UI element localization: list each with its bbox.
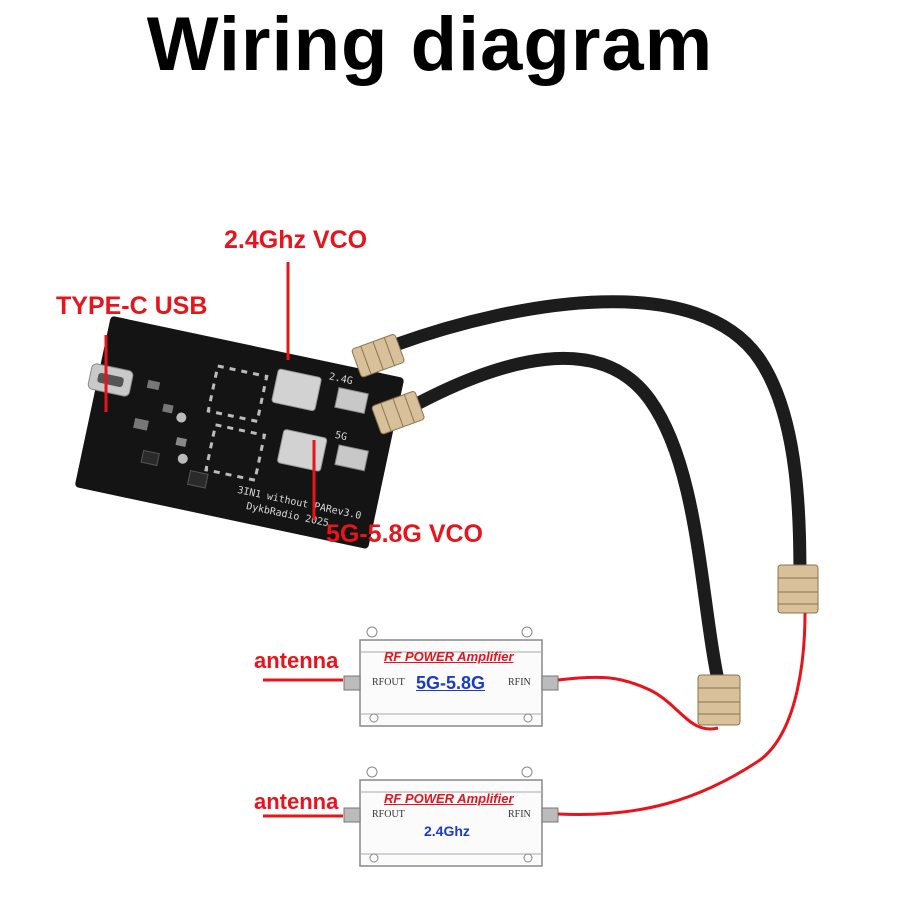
amplifier-58-title: RF POWER Amplifier <box>384 649 514 664</box>
pcb-port-5g-text: 5G <box>334 430 348 443</box>
page-title: Wiring diagram <box>146 2 714 87</box>
sma-plug-free-24 <box>777 564 819 614</box>
wire-24 <box>557 612 807 817</box>
usb-label: TYPE-C USB <box>56 292 208 320</box>
amplifier-58 <box>343 626 559 727</box>
sma-board-24 <box>334 387 369 415</box>
sma-plug-board-58 <box>371 391 425 435</box>
cable-24 <box>388 295 807 597</box>
amplifier-58-rfout-connector <box>343 675 361 691</box>
sma-plug-board-24 <box>351 334 405 378</box>
vco-24-shield <box>271 368 322 412</box>
wire-58 <box>557 675 719 731</box>
sma-board-58 <box>334 444 369 472</box>
pcb <box>75 316 404 549</box>
amplifier-58-rfin-label: RFIN <box>508 677 531 688</box>
antenna-58-label: antenna <box>254 648 339 673</box>
amplifier-24-rfin-connector <box>541 807 559 823</box>
vco24-label: 2.4Ghz VCO <box>224 226 368 254</box>
amplifier-58-band: 5G-5.8G <box>416 673 486 693</box>
pcb-port-24-text: 2.4G <box>328 371 354 387</box>
vco58-label: 5G-5.8G VCO <box>326 520 483 548</box>
cable-58 <box>408 351 727 697</box>
amplifier-24-rfout-connector <box>343 807 361 823</box>
amplifier-24-box <box>359 779 543 867</box>
coax-cables <box>351 295 819 726</box>
amplifier-58-box <box>359 639 543 727</box>
sma-plug-free-58 <box>697 674 741 726</box>
amplifier-24-rfin-label: RFIN <box>508 809 531 820</box>
amplifier-24-title: RF POWER Amplifier <box>384 791 514 806</box>
amplifier-24-rfout-label: RFOUT <box>372 809 405 820</box>
amplifier-58-rfin-connector <box>541 675 559 691</box>
amplifier-24 <box>343 766 559 867</box>
amplifier-24-band: 2.4Ghz <box>424 823 470 839</box>
antenna-24-label: antenna <box>254 789 339 814</box>
amplifier-58-rfout-label: RFOUT <box>372 677 405 688</box>
